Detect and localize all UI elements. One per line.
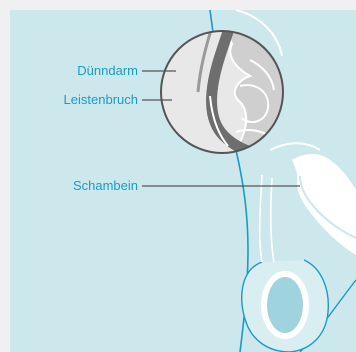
label-duenndarm: Dünndarm [77,63,138,79]
testis-inner [267,277,303,333]
label-schambein: Schambein [73,178,138,194]
label-leistenbruch: Leistenbruch [64,92,138,108]
